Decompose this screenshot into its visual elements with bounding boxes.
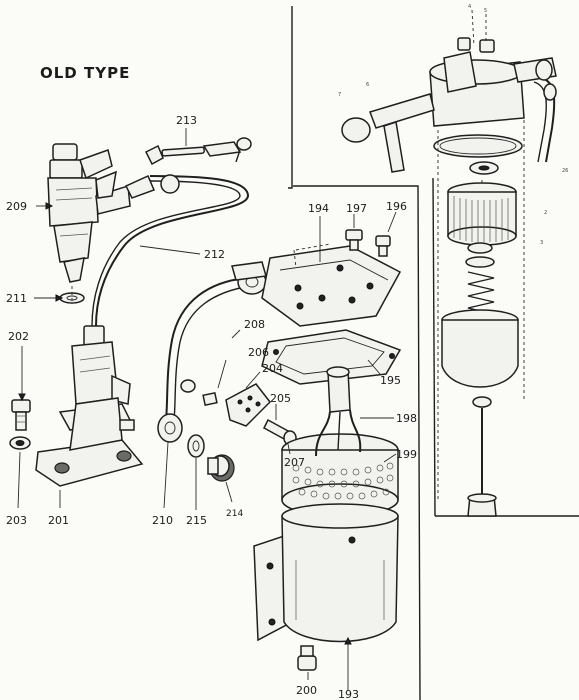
injector-209 — [47, 143, 131, 283]
callout-200: 200 — [296, 684, 317, 697]
washer-208 — [180, 379, 196, 393]
filter-callout-3: 6 — [366, 82, 369, 88]
filter-callout-1: 4 — [468, 4, 471, 10]
leader-lines — [17, 128, 397, 690]
fuel-pipe-212 — [91, 174, 250, 327]
filter-element — [447, 182, 517, 246]
feed-pipe-210 — [157, 261, 267, 443]
filter-callout-6: 26 — [562, 168, 568, 174]
leak-off-pipe-213 — [144, 137, 252, 166]
callout-196: 196 — [386, 200, 407, 213]
callout-209: 209 — [6, 200, 27, 213]
callout-195: 195 — [380, 374, 401, 387]
washer-upper — [469, 161, 499, 175]
panel-borders — [288, 6, 579, 700]
spring — [467, 271, 495, 315]
callout-211: 211 — [6, 292, 27, 305]
callout-197: 197 — [346, 202, 367, 215]
screw-197 — [345, 229, 363, 251]
callout-199: 199 — [396, 448, 417, 461]
filter-callout-7: 3 — [540, 240, 543, 246]
filter-callout-4: 7 — [338, 92, 341, 98]
callout-206: 206 — [248, 346, 269, 359]
pump-body-201 — [35, 325, 144, 487]
filter-callout-2: 5 — [484, 8, 487, 14]
callout-labels: 213 209 212 211 194 197 196 195 208 206 … — [6, 4, 568, 700]
callout-212: 212 — [204, 248, 225, 261]
screw-196 — [375, 235, 391, 257]
bracket-204 — [225, 383, 271, 427]
callout-194: 194 — [308, 202, 329, 215]
callout-210: 210 — [152, 514, 173, 527]
callout-207: 207 — [284, 456, 305, 469]
callout-201: 201 — [48, 514, 69, 527]
filter-head-assembly — [341, 37, 557, 173]
callout-193: 193 — [338, 688, 359, 700]
filter-callout-5: 2 — [544, 210, 547, 216]
callout-203: 203 — [6, 514, 27, 527]
gasket-195 — [261, 329, 402, 385]
washer-203 — [9, 436, 31, 450]
bowl-193 — [253, 503, 399, 643]
bolt-202 — [11, 399, 31, 431]
assembly-guide-lines — [71, 9, 525, 500]
seal-ring — [433, 134, 523, 158]
diagram-title: OLD TYPE — [40, 64, 130, 82]
callout-205: 205 — [270, 392, 291, 405]
drain-plug-200 — [297, 645, 317, 671]
plug-214 — [207, 454, 235, 482]
nut-206 — [202, 391, 218, 407]
callout-213: 213 — [176, 114, 197, 127]
spring-seat-washers — [465, 242, 495, 268]
tube-198 — [315, 366, 362, 457]
center-bolt — [467, 396, 497, 517]
callout-215: 215 — [186, 514, 207, 527]
cover-194 — [261, 245, 402, 327]
filter-bowl — [441, 309, 519, 388]
callout-202: 202 — [8, 330, 29, 343]
washer-215 — [187, 434, 205, 458]
callout-208: 208 — [244, 318, 265, 331]
callout-214: 214 — [226, 509, 243, 519]
callout-198: 198 — [396, 412, 417, 425]
callout-204: 204 — [262, 362, 283, 375]
